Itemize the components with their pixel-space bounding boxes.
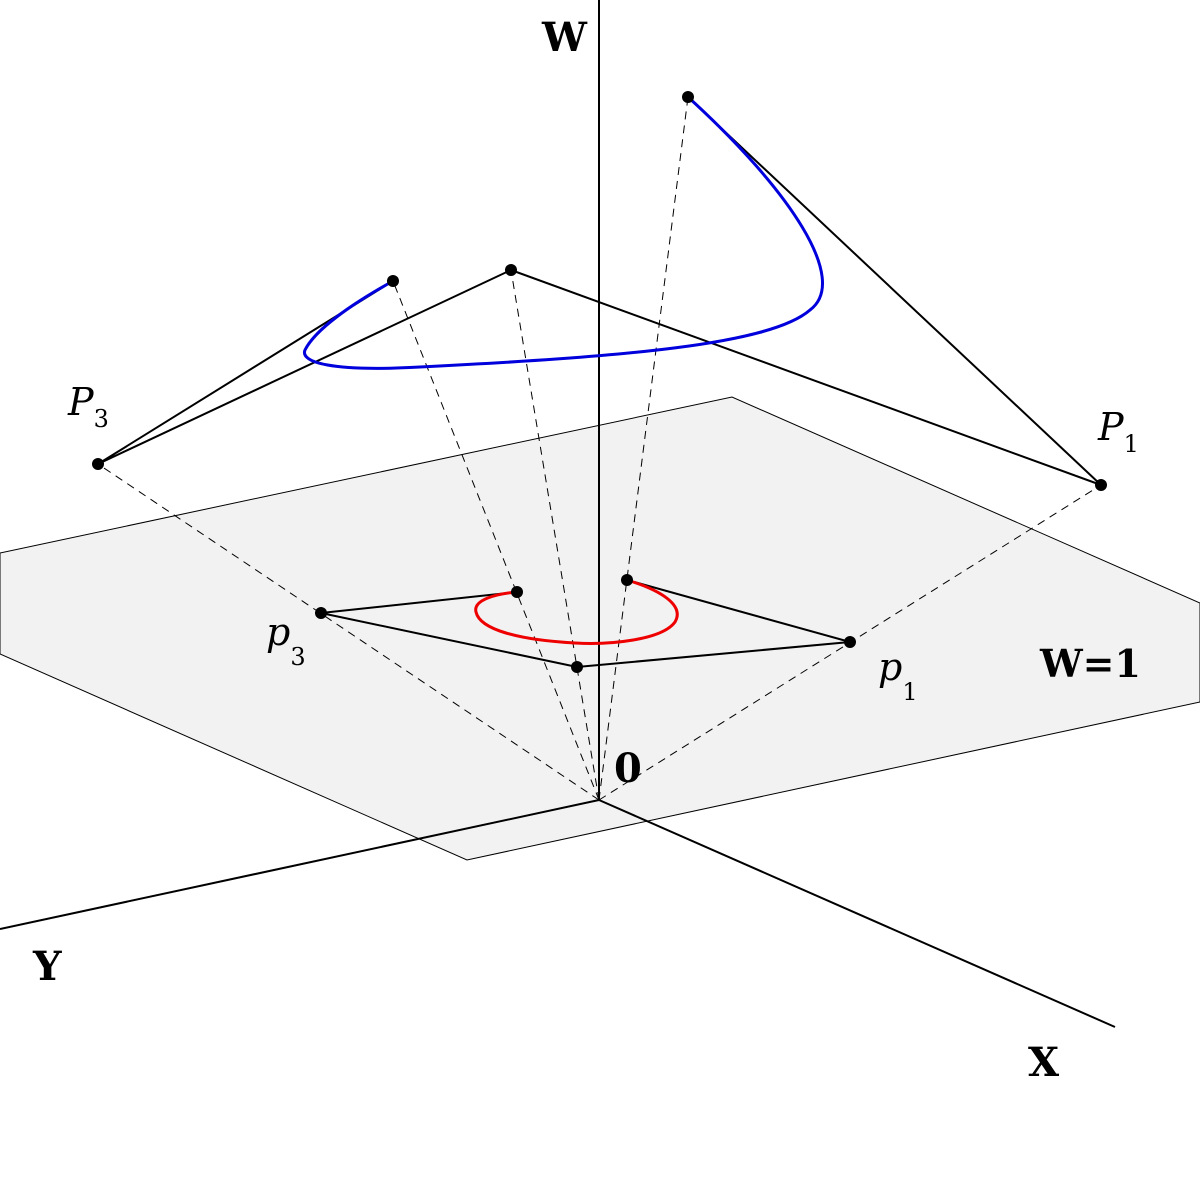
- w-axis-label: W: [541, 14, 588, 61]
- label-P1: P1: [1097, 405, 1139, 458]
- label-p1-letter: p: [878, 645, 902, 689]
- y-axis-label: Y: [32, 943, 62, 990]
- point-projected-left-end: [511, 586, 523, 598]
- ray-P3: [97, 463, 600, 801]
- point-upper-left-control: [387, 275, 399, 287]
- point-P1: [1095, 479, 1107, 491]
- curve-projected: [474, 578, 679, 645]
- points: [92, 91, 1107, 673]
- point-mid-control: [505, 264, 517, 276]
- label-P3-letter: P: [67, 380, 95, 424]
- point-projected-right-end: [621, 574, 633, 586]
- label-p1: p1: [878, 645, 918, 706]
- point-P3: [92, 458, 104, 470]
- x-axis: [598, 799, 1116, 1028]
- point-p1: [844, 636, 856, 648]
- origin-label: 0: [614, 745, 642, 792]
- label-p1-sub: 1: [902, 678, 917, 706]
- point-projected-mid: [571, 661, 583, 673]
- label-P1-letter: P: [1097, 405, 1125, 449]
- x-axis-label: X: [1028, 1039, 1059, 1086]
- curve-3d: [303, 95, 824, 370]
- label-p3: p3: [266, 610, 306, 671]
- label-p3-sub: 3: [290, 643, 305, 671]
- point-p3: [315, 607, 327, 619]
- ray-top-control: [598, 96, 689, 801]
- y-axis: [0, 799, 600, 930]
- label-P1-sub: 1: [1124, 430, 1139, 458]
- plane-label: W=1: [1039, 641, 1141, 686]
- label-P3-sub: 3: [94, 405, 109, 433]
- label-P3: P3: [67, 380, 109, 433]
- point-top-control: [682, 91, 694, 103]
- label-p3-letter: p: [266, 610, 290, 654]
- ray-mid-control: [510, 269, 600, 801]
